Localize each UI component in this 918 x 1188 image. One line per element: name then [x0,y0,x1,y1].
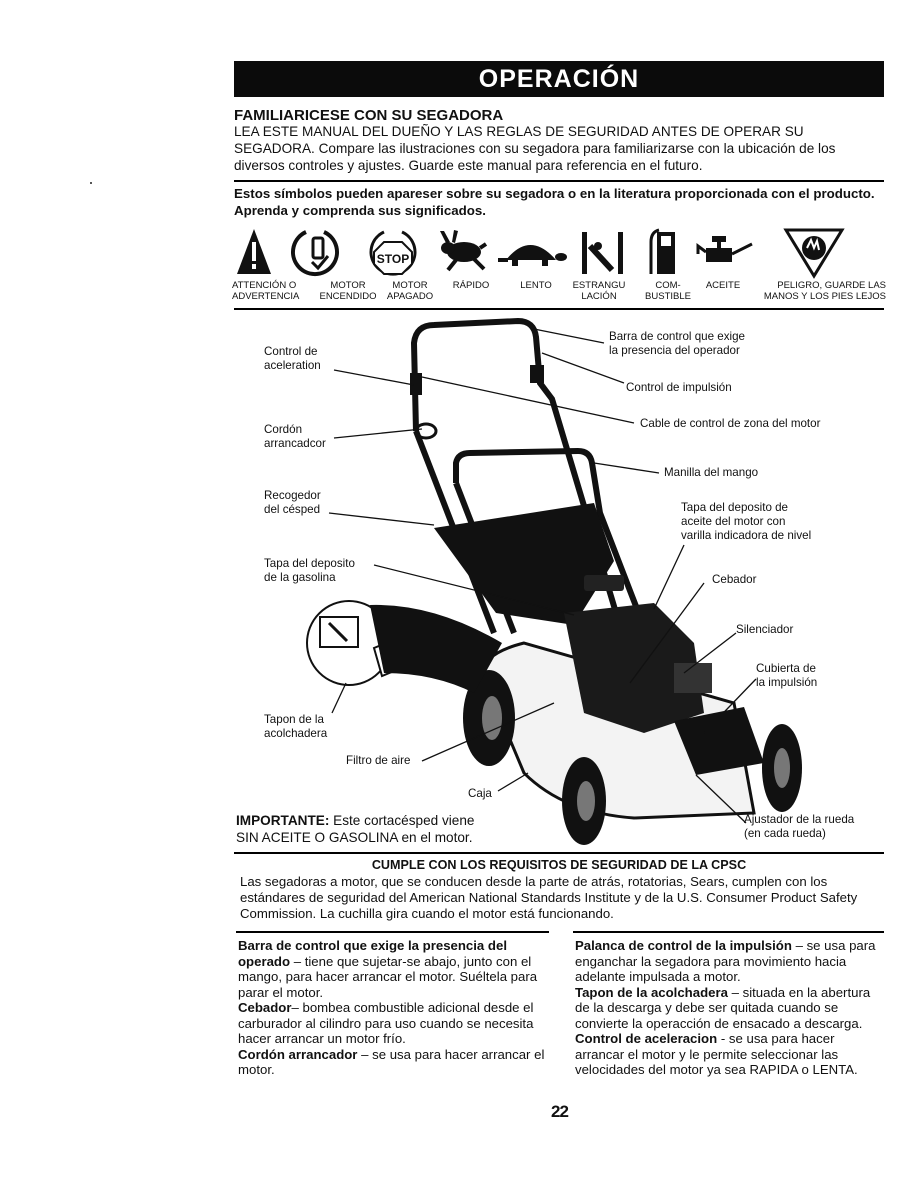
choke-icon [582,232,623,274]
danger-hand-icon [783,228,845,279]
rabbit-fast-icon [440,230,488,272]
divider [234,852,884,854]
callout-engine-zone-cable: Cable de control de zona del motor [640,417,821,430]
cpsc-text: Las segadoras a motor, que se conducen d… [240,874,858,921]
familiarize-text: LEA ESTE MANUAL DEL DUEÑO Y LAS REGLAS D… [234,124,836,173]
definition-item: Tapon de la acolchadera – situada en la … [575,984,871,1031]
callout-muffler: Silenciador [736,623,794,636]
familiarize-heading: FAMILIARICESE CON SU SEGADORA [234,107,504,124]
divider [234,180,884,182]
section-banner: OPERACIÓN [234,61,884,97]
callout-housing: Caja [468,787,492,800]
divider [234,308,884,310]
important-line1: Este cortacésped viene [329,813,475,828]
cpsc-title: CUMPLE CON LOS REQUISITOS DE SEGURIDAD D… [371,858,747,872]
important-line2: SIN ACEITE O GASOLINA en el motor. [236,830,473,845]
symbol-label-fuel: COM-BUSTIBLE [645,280,691,302]
divider [236,931,549,933]
definition-item: Cebador– bombea combustible adicional de… [238,1000,534,1046]
engine-on-icon [291,230,339,276]
callout-wheel-adjuster: Ajustador de la rueda(en cada rueda) [744,813,855,840]
oil-can-icon [696,236,753,262]
page-number: 22 [551,1102,569,1121]
symbols-intro: Estos símbolos pueden apareser sobre su … [234,186,875,218]
callout-air-filter: Filtro de aire [346,754,411,767]
symbol-label-slow: LENTO [520,280,552,291]
divider [573,931,884,933]
important-label: IMPORTANTE: [236,813,330,828]
symbols-row: STOP [237,228,845,279]
callout-handle-knob: Manilla del mango [664,466,759,479]
definitions-right: Palanca de control de la impulsión – se … [575,938,885,1078]
warning-triangle-icon [237,229,271,274]
symbol-label-fast: RÁPIDO [452,280,490,291]
engine-off-stop-icon: STOP [369,230,417,276]
definition-item: Palanca de control de la impulsión – se … [575,938,876,984]
stop-text: STOP [377,252,409,266]
turtle-slow-icon [498,245,567,266]
definition-item: Control de aceleracion - se usa para hac… [575,1031,858,1077]
definition-item: Barra de control que exige la presencia … [238,938,538,1000]
scan-speck [90,182,92,184]
definition-item: Cordón arrancador – se usa para hacer ar… [238,1046,545,1078]
callout-primer: Cebador [712,573,757,586]
important-note: IMPORTANTE: Este cortacésped viene SIN A… [236,812,474,846]
definitions-left: Barra de control que exige la presencia … [238,938,556,1078]
mower-illustration [306,317,802,845]
symbol-label-oil: ACEITE [705,280,741,291]
fuel-pump-icon [649,228,675,274]
callout-drive-control: Control de impulsión [626,381,732,394]
